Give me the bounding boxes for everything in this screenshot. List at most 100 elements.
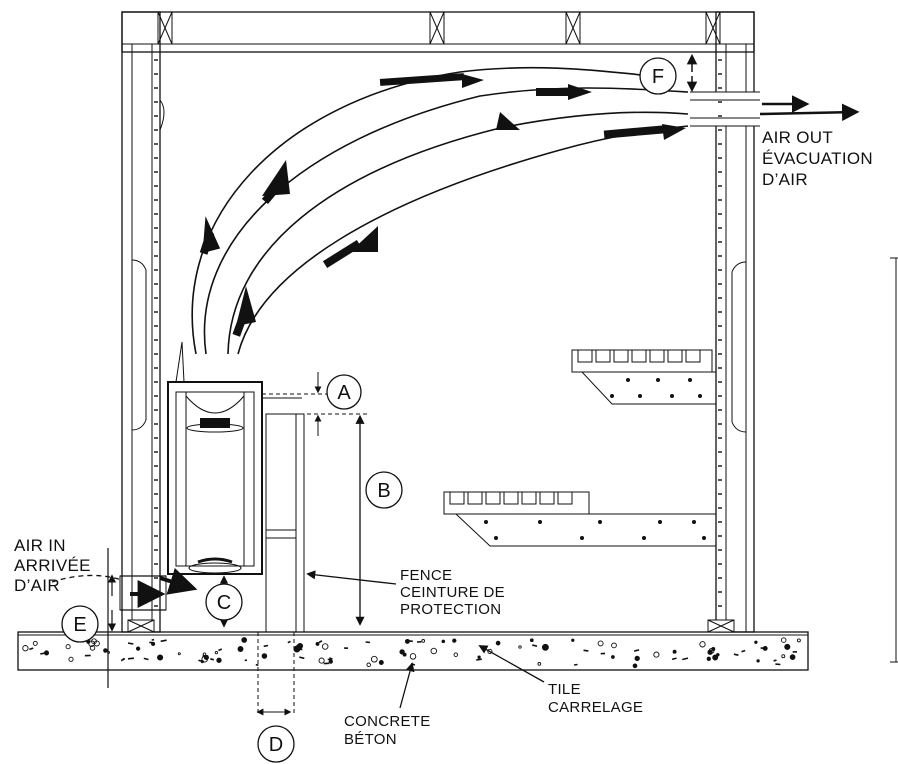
aggregate-speck	[632, 663, 638, 669]
aggregate-speck	[407, 640, 413, 643]
fence-line-2: CEINTURE DE	[400, 584, 505, 601]
marker-d: D	[257, 725, 295, 763]
aggregate-speck	[127, 642, 134, 645]
aggregate-speck	[634, 655, 640, 662]
aggregate-speck	[672, 649, 677, 654]
aggregate-speck	[653, 651, 660, 658]
marker-f-label: F	[652, 66, 664, 88]
aggregate-speck	[430, 647, 438, 655]
aggregate-speck	[399, 649, 405, 655]
aggregate-speck	[237, 646, 244, 652]
wall-base-plates	[127, 619, 735, 633]
aggregate-speck	[712, 654, 719, 661]
air-out-line-1: AIR OUT	[762, 128, 833, 147]
aggregate-speck	[781, 654, 786, 659]
concrete-line-2: BÉTON	[344, 731, 397, 748]
concrete-line-1: CONCRETE	[344, 713, 431, 730]
aggregate-speck	[773, 659, 777, 662]
aggregate-speck	[733, 653, 739, 656]
aggregate-speck	[143, 657, 149, 661]
aggregate-speck	[706, 656, 711, 661]
aggregate-speck	[93, 640, 100, 647]
concrete-label: CONCRETE BÉTON	[344, 713, 431, 748]
aggregate-speck	[214, 650, 219, 655]
marker-a-label: A	[337, 382, 351, 404]
aggregate-speck	[43, 650, 50, 656]
floor-aggregate	[22, 637, 801, 669]
aggregate-speck	[573, 663, 578, 666]
air-out-label: AIR OUT ÉVACUATION D’AIR	[762, 128, 873, 189]
aggregate-speck	[452, 638, 457, 643]
aggregate-speck	[583, 649, 589, 652]
aggregate-speck	[571, 638, 575, 642]
aggregate-speck	[68, 656, 74, 662]
aggregate-speck	[89, 645, 96, 651]
tile-line-1: TILE	[548, 681, 581, 698]
ceiling-frame	[121, 11, 755, 53]
aggregate-speck	[597, 640, 604, 647]
aggregate-speck	[699, 641, 706, 648]
aggregate-speck	[537, 662, 542, 666]
aggregate-speck	[741, 649, 746, 653]
aggregate-speck	[32, 640, 38, 646]
aggregate-speck	[315, 641, 320, 646]
aggregate-speck	[671, 657, 677, 661]
aggregate-speck	[789, 654, 796, 660]
marker-a: A	[326, 374, 362, 410]
right-wall-fasteners	[718, 59, 722, 607]
aggregate-speck	[476, 658, 482, 661]
aggregate-speck	[682, 657, 689, 661]
upper-bench	[571, 349, 717, 405]
aggregate-speck	[611, 642, 617, 649]
aggregate-speck	[263, 644, 269, 648]
aggregate-speck	[441, 639, 446, 644]
aggregate-speck	[532, 644, 538, 647]
aggregate-speck	[529, 638, 534, 643]
air-in-line-2: ARRIVÉE	[14, 556, 91, 575]
fence-label: FENCE CEINTURE DE PROTECTION	[400, 567, 505, 618]
aggregate-speck	[611, 655, 615, 659]
label-pointers	[306, 570, 545, 709]
air-out-line-2: ÉVACUATION	[762, 149, 873, 168]
aggregate-speck	[241, 637, 248, 643]
aggregate-speck	[756, 659, 760, 663]
airflow-arrowheads	[199, 73, 686, 337]
marker-c-label: C	[217, 592, 231, 614]
air-out-line-3: D’AIR	[762, 170, 808, 189]
airflow-paths	[191, 66, 689, 355]
marker-d-label: D	[269, 734, 283, 756]
aggregate-speck	[378, 660, 384, 665]
lower-bench	[443, 491, 717, 547]
aggregate-speck	[518, 645, 522, 649]
fence-line-3: PROTECTION	[400, 601, 501, 618]
aggregate-speck	[780, 637, 787, 643]
right-wall	[690, 11, 760, 633]
marker-e: E	[61, 605, 99, 643]
aggregate-speck	[287, 640, 291, 644]
aggregate-speck	[633, 649, 640, 652]
marker-b: B	[365, 471, 403, 509]
aggregate-speck	[261, 653, 268, 659]
dimension-e	[107, 548, 117, 688]
aggregate-speck	[711, 647, 716, 651]
marker-e-label: E	[73, 614, 86, 636]
aggregate-speck	[299, 656, 305, 660]
aggregate-speck	[216, 657, 222, 663]
aggregate-speck	[329, 657, 333, 660]
aggregate-speck	[160, 639, 167, 643]
marker-b-label: B	[377, 480, 390, 502]
aggregate-speck	[127, 657, 134, 660]
aggregate-speck	[210, 658, 215, 661]
aggregate-speck	[784, 643, 791, 650]
aggregate-speck	[22, 645, 29, 652]
dimension-d	[256, 632, 295, 716]
aggregate-speck	[328, 659, 333, 664]
aggregate-speck	[370, 655, 378, 663]
exhaust-arrows	[759, 95, 860, 122]
aggregate-speck	[296, 642, 304, 650]
aggregate-speck	[541, 643, 549, 651]
aggregate-speck	[318, 640, 323, 644]
marker-c: C	[205, 583, 243, 621]
aggregate-speck	[495, 640, 501, 646]
